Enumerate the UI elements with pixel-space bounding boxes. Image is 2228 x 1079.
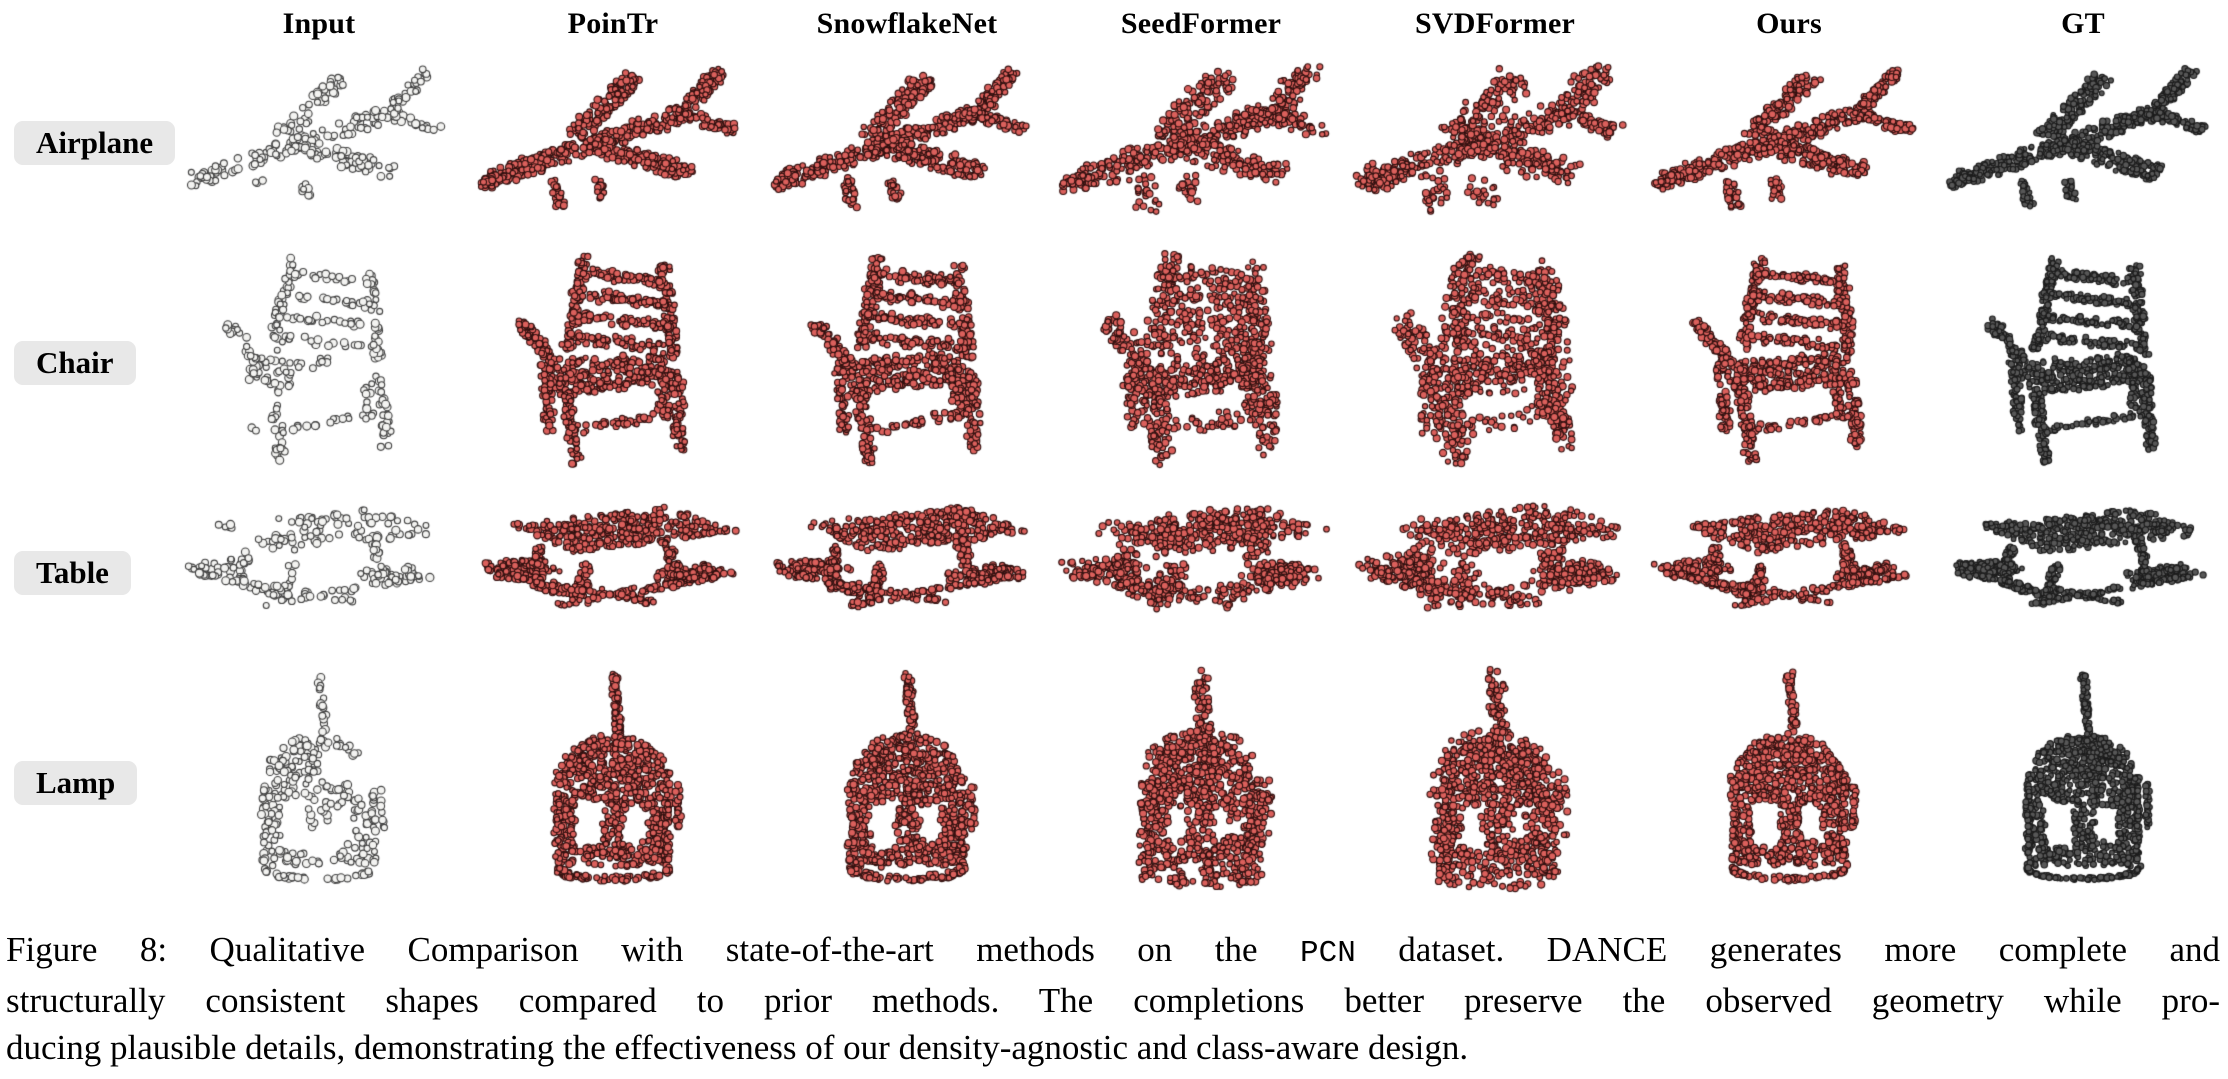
pointcloud-airplane-snowflakenet xyxy=(763,51,1051,235)
cell-airplane-ours xyxy=(1642,48,1936,238)
cell-table-gt xyxy=(1936,488,2228,658)
pointcloud-table-snowflakenet xyxy=(760,491,1054,655)
pointcloud-airplane-ours xyxy=(1645,51,1933,235)
row-label-cell-chair: Chair xyxy=(0,238,172,488)
cell-chair-pointr xyxy=(466,238,760,488)
pointcloud-airplane-input xyxy=(175,51,463,235)
caption-line-2: structurally consistent shapes compared … xyxy=(6,977,2220,1024)
cell-airplane-pointr xyxy=(466,48,760,238)
pointcloud-table-ours xyxy=(1642,491,1936,655)
cell-table-svdformer xyxy=(1348,488,1642,658)
comparison-grid: Input PoinTr SnowflakeNet SeedFormer SVDForm… xyxy=(0,0,2228,908)
column-header-snowflakenet: SnowflakeNet xyxy=(816,7,998,40)
cell-table-input xyxy=(172,488,466,658)
pointcloud-chair-gt xyxy=(1957,241,2209,485)
row-label-airplane: Airplane xyxy=(14,120,176,166)
cell-lamp-snowflakenet xyxy=(760,658,1054,908)
cell-lamp-pointr xyxy=(466,658,760,908)
row-label-cell-airplane: Airplane xyxy=(0,48,176,238)
pointcloud-lamp-ours xyxy=(1685,660,1893,906)
column-header-input: Input xyxy=(282,7,356,40)
pointcloud-lamp-seedformer xyxy=(1097,660,1305,906)
row-label-lamp: Lamp xyxy=(14,760,138,806)
cell-table-snowflakenet xyxy=(760,488,1054,658)
cell-chair-seedformer xyxy=(1054,238,1348,488)
caption-line-3: ducing plausible details, demonstrating … xyxy=(6,1024,2220,1071)
figure-caption: Figure 8: Qualitative Comparison with st… xyxy=(6,926,2220,1071)
pointcloud-lamp-svdformer xyxy=(1391,660,1599,906)
pointcloud-lamp-gt xyxy=(1979,660,2187,906)
cell-airplane-input xyxy=(172,48,466,238)
cell-table-seedformer xyxy=(1054,488,1348,658)
pointcloud-chair-ours xyxy=(1663,241,1915,485)
row-label-chair: Chair xyxy=(14,340,136,386)
caption-line-1: Figure 8: Qualitative Comparison with st… xyxy=(6,926,2220,977)
cell-chair-ours xyxy=(1642,238,1936,488)
row-label-table: Table xyxy=(14,550,131,596)
pointcloud-airplane-pointr xyxy=(469,51,757,235)
cell-airplane-snowflakenet xyxy=(760,48,1054,238)
caption-text: structurally consistent shapes compared … xyxy=(6,981,2220,1020)
column-header-gt: GT xyxy=(2061,7,2105,40)
pointcloud-table-gt xyxy=(1936,491,2228,655)
pointcloud-table-pointr xyxy=(466,491,760,655)
column-header-pointr: PoinTr xyxy=(567,7,659,40)
pointcloud-chair-snowflakenet xyxy=(781,241,1033,485)
pointcloud-chair-svdformer xyxy=(1369,241,1621,485)
cell-lamp-input xyxy=(172,658,466,908)
cell-lamp-svdformer xyxy=(1348,658,1642,908)
cell-chair-input xyxy=(172,238,466,488)
pointcloud-chair-input xyxy=(193,241,445,485)
pointcloud-airplane-svdformer xyxy=(1351,51,1639,235)
pointcloud-table-seedformer xyxy=(1054,491,1348,655)
caption-dataset-name: PCN xyxy=(1300,936,1356,971)
cell-chair-gt xyxy=(1936,238,2228,488)
row-label-cell-lamp: Lamp xyxy=(0,658,172,908)
cell-chair-svdformer xyxy=(1348,238,1642,488)
grid-corner-spacer xyxy=(0,0,172,48)
cell-airplane-seedformer xyxy=(1054,48,1348,238)
cell-airplane-gt xyxy=(1936,48,2228,238)
cell-lamp-ours xyxy=(1642,658,1936,908)
pointcloud-lamp-input xyxy=(215,660,423,906)
cell-lamp-seedformer xyxy=(1054,658,1348,908)
pointcloud-table-svdformer xyxy=(1348,491,1642,655)
column-header-svdformer: SVDFormer xyxy=(1414,7,1576,40)
cell-lamp-gt xyxy=(1936,658,2228,908)
caption-text: dataset. DANCE generates more complete a… xyxy=(1355,930,2220,969)
pointcloud-airplane-seedformer xyxy=(1057,51,1345,235)
pointcloud-chair-seedformer xyxy=(1075,241,1327,485)
caption-text: ducing plausible details, demonstrating … xyxy=(6,1028,1469,1067)
column-header-seedformer: SeedFormer xyxy=(1120,7,1282,40)
pointcloud-chair-pointr xyxy=(487,241,739,485)
caption-text: Figure 8: Qualitative Comparison with st… xyxy=(6,930,1300,969)
cell-table-pointr xyxy=(466,488,760,658)
cell-chair-snowflakenet xyxy=(760,238,1054,488)
cell-table-ours xyxy=(1642,488,1936,658)
pointcloud-table-input xyxy=(172,491,466,655)
row-label-cell-table: Table xyxy=(0,488,172,658)
pointcloud-lamp-snowflakenet xyxy=(803,660,1011,906)
column-header-ours: Ours xyxy=(1756,7,1822,40)
cell-airplane-svdformer xyxy=(1348,48,1642,238)
pointcloud-airplane-gt xyxy=(1939,51,2227,235)
pointcloud-lamp-pointr xyxy=(509,660,717,906)
